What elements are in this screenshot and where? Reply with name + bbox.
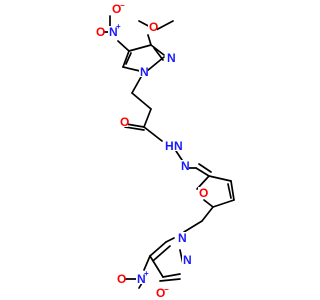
atom-o-methoxy: O — [149, 20, 158, 34]
bond-furan-o-c2 — [196, 175, 210, 190]
bond-c3-n2 — [150, 44, 165, 56]
bond-n1-c5 — [122, 66, 141, 72]
atom-n-nitro2-charge: + — [144, 269, 149, 278]
atom-n-imine: N — [181, 159, 190, 173]
bond-methoxy-c-h3 — [155, 20, 174, 31]
bond-furan-c3-c4 — [230, 180, 235, 201]
bond-c3-o-methoxy — [147, 34, 152, 46]
bond-c3-n2-double — [159, 278, 181, 282]
atom-label-background — [148, 21, 157, 32]
bond-n1-ch2 — [131, 76, 142, 94]
atom-o-nitro1-up: O — [112, 2, 121, 16]
atom-label-background — [198, 187, 207, 198]
atom-o-nitro1-up-charge: − — [120, 1, 125, 10]
atom-o-nitro2-left: O — [117, 272, 126, 286]
bond-ch2-carbonyl — [143, 108, 152, 128]
bond-furan-c2-c3 — [208, 175, 232, 182]
atom-label-background — [139, 66, 148, 77]
bond-c5-c4 — [149, 241, 167, 257]
bond-ch2-ch2 — [131, 92, 152, 110]
bond-ch2-n-pyrazole — [183, 220, 203, 233]
atom-label-background — [177, 232, 186, 243]
atom-n-pyrazole2-n1: N — [178, 231, 187, 245]
bond-c5-c4 — [122, 50, 130, 68]
atom-n-nitro2: N — [137, 272, 146, 286]
bond-n2-n1 — [146, 56, 165, 72]
atom-o-nitro2-right: O — [156, 286, 165, 300]
bond-n1-c5 — [165, 237, 175, 243]
atom-label-background — [182, 254, 191, 265]
atom-n-pyrazole1-n1: N — [140, 65, 149, 79]
atom-nh-hydrazide-n: N — [174, 139, 183, 153]
atom-nh-hydrazide-h: H — [165, 139, 174, 153]
atom-label-background — [116, 273, 125, 284]
atom-label-background — [136, 273, 145, 284]
atom-label-background — [111, 3, 120, 14]
bond-c5-c4-double — [125, 52, 132, 65]
bond-c-o-carbonyl-double — [124, 126, 145, 131]
atom-label-background — [180, 160, 189, 171]
atom-label-background — [155, 287, 164, 298]
atom-label-background — [164, 140, 173, 151]
atom-n-pyrazole1-n2: N — [167, 51, 176, 65]
atom-label-background — [173, 140, 182, 151]
bond-furan-c5-o — [203, 199, 214, 208]
bond-c4-n-nitro — [143, 255, 151, 271]
atom-label-background — [166, 52, 175, 63]
bond-layer — [101, 15, 235, 289]
bond-c5-c4-double — [153, 245, 171, 261]
bond-c3-n2 — [162, 273, 181, 278]
bond-n-ring-c4 — [117, 40, 130, 52]
bond-c-o-carbonyl — [125, 123, 145, 128]
bond-c4-c3 — [128, 44, 152, 52]
atom-n-pyrazole2-n2: N — [183, 253, 192, 267]
atom-o-nitro1-left: O — [96, 25, 105, 39]
atom-o-carbonyl: O — [120, 115, 129, 129]
atom-n-nitro1: N — [109, 25, 118, 39]
bond-furan-c5-ch2 — [201, 206, 214, 222]
atom-label-background — [108, 26, 117, 37]
atom-n-nitro1-charge: + — [116, 22, 121, 31]
bond-furan-c4-c5 — [212, 199, 235, 208]
atom-o-furan: O — [199, 186, 208, 200]
atom-label-background — [95, 26, 104, 37]
bond-ch-c-furan-double — [198, 163, 212, 173]
atom-label-background — [119, 116, 128, 127]
bond-ch-c-furan — [195, 167, 210, 177]
bond-c-nh — [143, 126, 163, 142]
bond-c4-c3 — [149, 255, 164, 278]
atom-o-nitro2-right-charge: − — [164, 285, 169, 294]
bond-furan-c3-c4-double — [227, 183, 232, 199]
